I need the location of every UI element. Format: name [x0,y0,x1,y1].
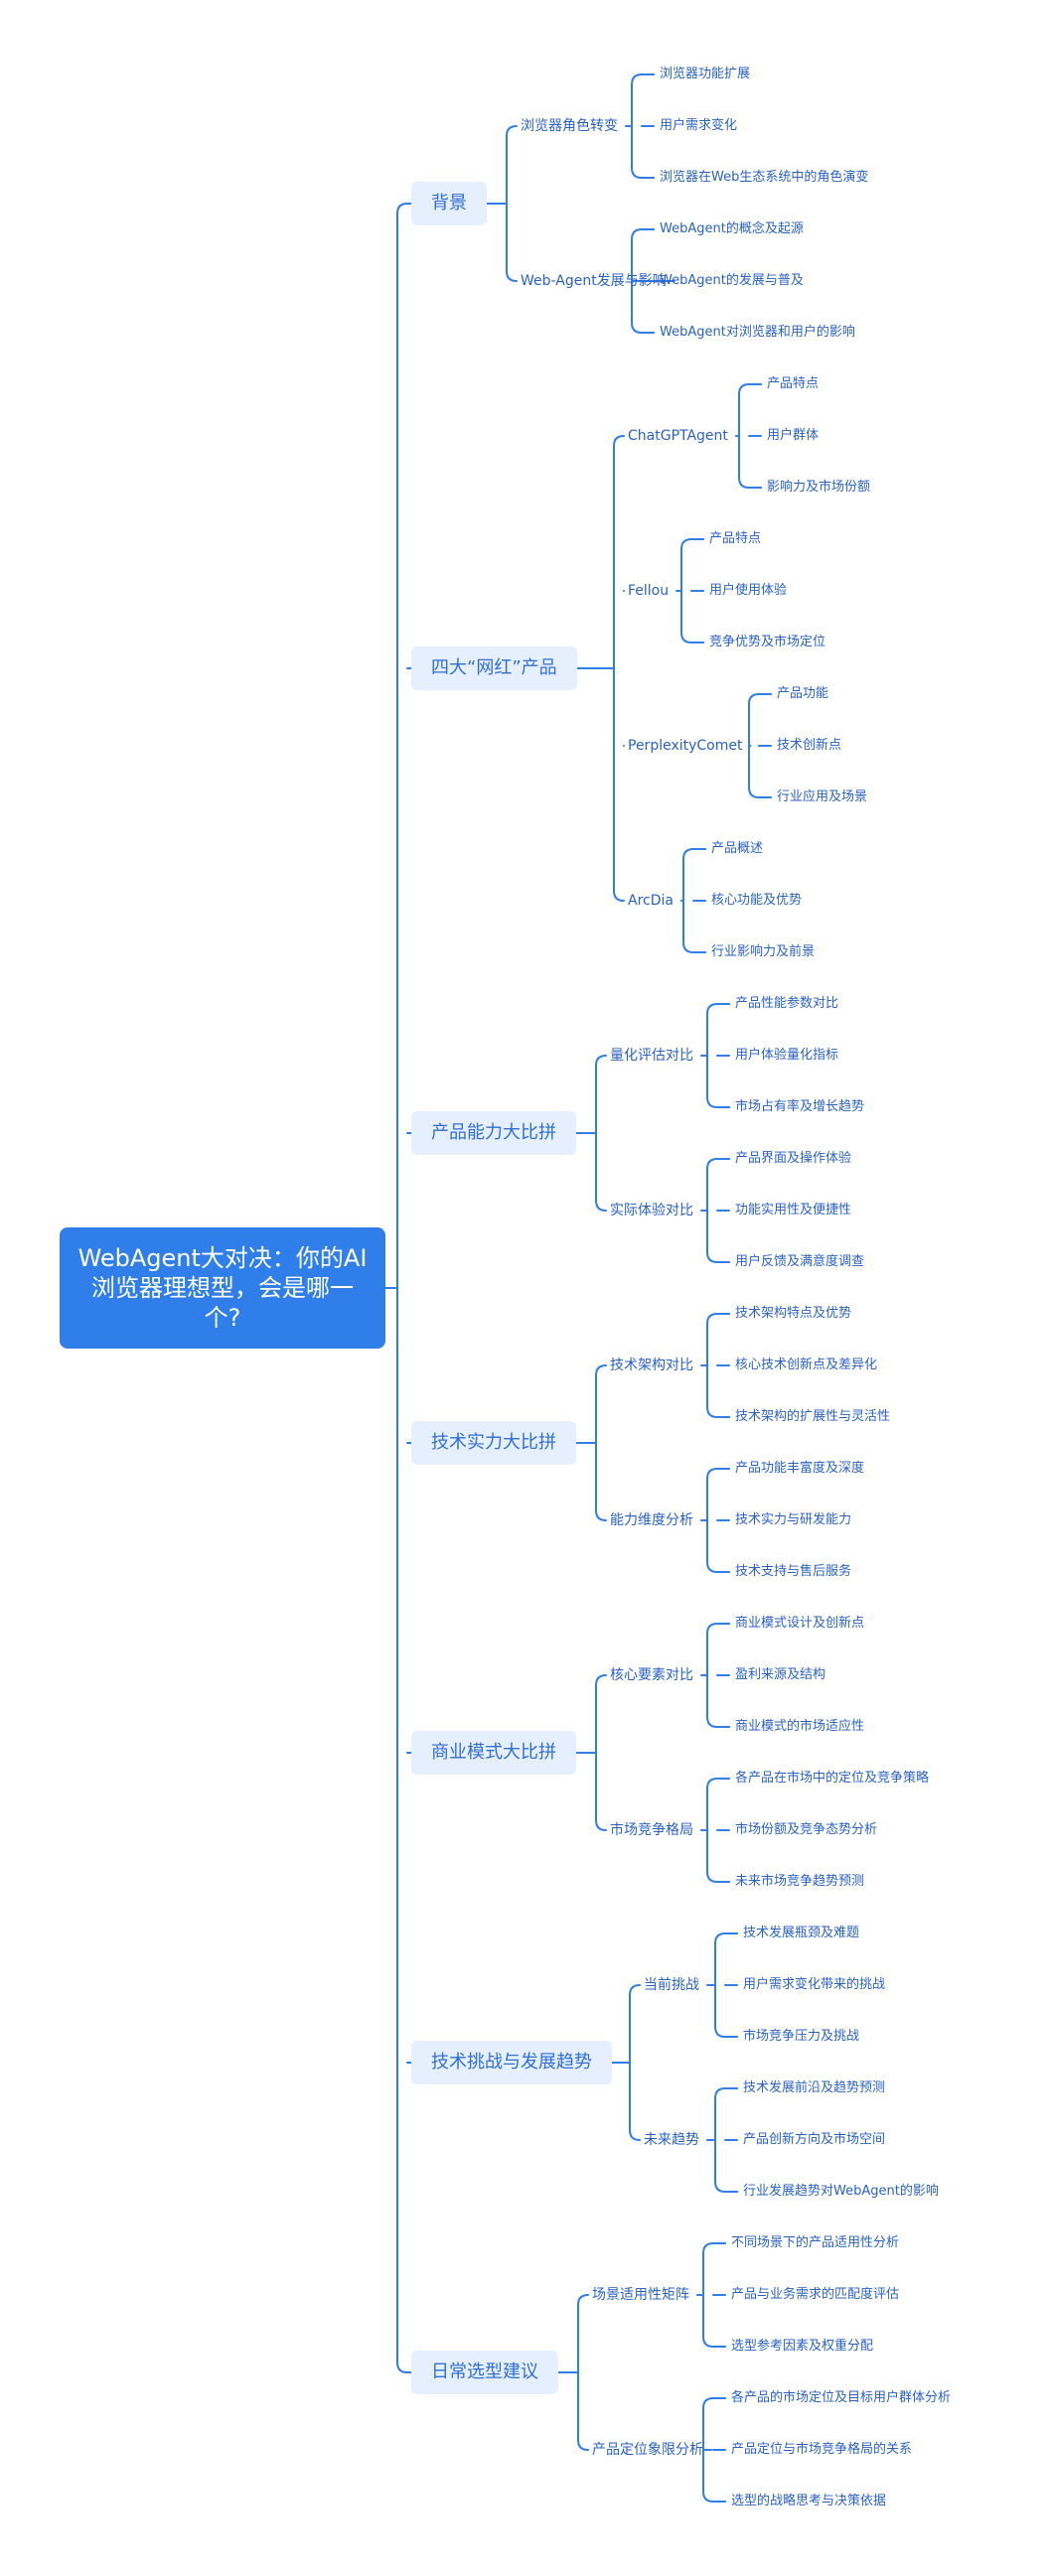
leaf-node[interactable]: 影响力及市场份额 [767,480,871,495]
leaf-node[interactable]: 行业影响力及前景 [711,944,816,959]
leaf-node[interactable]: 浏览器功能扩展 [660,67,751,81]
leaf-node[interactable]: 商业模式的市场适应性 [735,1719,865,1734]
leaf-node[interactable]: WebAgent对浏览器和用户的影响 [660,325,855,340]
leaf-node[interactable]: 未来市场竞争趋势预测 [735,1874,865,1889]
topic-node[interactable]: 未来趋势 [644,2132,699,2148]
topic-node[interactable]: 技术架构对比 [610,1358,693,1373]
branch-node[interactable]: 背景 [411,182,487,225]
leaf-node[interactable]: 选型的战略思考与决策依据 [731,2494,887,2508]
leaf-node[interactable]: 盈利来源及结构 [735,1667,826,1682]
leaf-node[interactable]: 选型参考因素及权重分配 [731,2339,874,2354]
leaf-node[interactable]: 技术架构的扩展性与灵活性 [735,1409,891,1424]
leaf-node[interactable]: 核心技术创新点及差异化 [735,1358,878,1372]
leaf-node[interactable]: 核心功能及优势 [711,893,803,908]
leaf-node[interactable]: 浏览器在Web生态系统中的角色演变 [660,170,869,185]
leaf-node[interactable]: 产品定位与市场竞争格局的关系 [731,2442,913,2457]
topic-node[interactable]: Fellou [628,583,670,599]
topic-node[interactable]: PerplexityComet [628,738,743,754]
topic-node[interactable]: 实际体验对比 [610,1203,693,1218]
leaf-node[interactable]: WebAgent的概念及起源 [660,221,804,236]
leaf-node[interactable]: 竞争优势及市场定位 [709,635,826,649]
branch-node[interactable]: 四大“网红”产品 [411,646,577,690]
leaf-node[interactable]: 产品特点 [767,376,820,391]
leaf-node[interactable]: 技术支持与售后服务 [735,1564,852,1579]
root-node[interactable]: WebAgent大对决：你的AI浏览器理想型，会是哪一个? [60,1227,385,1349]
topic-node[interactable]: 产品定位象限分析 [592,2442,703,2458]
branch-node[interactable]: 技术挑战与发展趋势 [411,2041,612,2084]
leaf-node[interactable]: 用户体验量化指标 [735,1048,839,1063]
leaf-node[interactable]: 市场占有率及增长趋势 [735,1099,865,1114]
leaf-node[interactable]: 功能实用性及便捷性 [735,1203,852,1217]
leaf-node[interactable]: 用户群体 [767,428,820,443]
topic-node[interactable]: Web-Agent发展与影响 [521,273,667,289]
leaf-node[interactable]: 各产品在市场中的定位及竞争策略 [735,1771,930,1786]
leaf-node[interactable]: 用户反馈及满意度调查 [735,1254,865,1269]
topic-node[interactable]: ChatGPTAgent [628,428,728,444]
leaf-node[interactable]: 技术架构特点及优势 [735,1306,852,1321]
topic-node[interactable]: 当前挑战 [644,1977,699,1993]
leaf-node[interactable]: 技术发展瓶颈及难题 [743,1926,860,1940]
topic-node[interactable]: 浏览器角色转变 [521,118,618,134]
leaf-node[interactable]: 产品界面及操作体验 [735,1151,852,1166]
leaf-node[interactable]: 市场竞争压力及挑战 [743,2029,860,2044]
leaf-node[interactable]: 用户使用体验 [709,583,788,598]
leaf-node[interactable]: WebAgent的发展与普及 [660,273,804,288]
topic-node[interactable]: 量化评估对比 [610,1048,693,1064]
branch-node[interactable]: 产品能力大比拼 [411,1111,576,1155]
leaf-node[interactable]: 行业应用及场景 [777,789,868,804]
leaf-node[interactable]: 不同场景下的产品适用性分析 [731,2235,900,2250]
leaf-node[interactable]: 技术创新点 [777,738,842,753]
topic-node[interactable]: 场景适用性矩阵 [592,2287,689,2303]
topic-node[interactable]: 能力维度分析 [610,1512,693,1528]
leaf-node[interactable]: 各产品的市场定位及目标用户群体分析 [731,2390,952,2405]
leaf-node[interactable]: 产品概述 [711,841,764,856]
leaf-node[interactable]: 用户需求变化带来的挑战 [743,1977,886,1992]
branch-node[interactable]: 日常选型建议 [411,2351,558,2394]
leaf-node[interactable]: 技术实力与研发能力 [735,1512,852,1527]
leaf-node[interactable]: 产品性能参数对比 [735,996,839,1011]
leaf-node[interactable]: 产品特点 [709,531,762,546]
leaf-node[interactable]: 技术发展前沿及趋势预测 [743,2080,886,2095]
leaf-node[interactable]: 商业模式设计及创新点 [735,1616,865,1631]
topic-node[interactable]: ArcDia [628,893,674,909]
branch-node[interactable]: 技术实力大比拼 [411,1421,576,1465]
branch-node[interactable]: 商业模式大比拼 [411,1731,576,1775]
leaf-node[interactable]: 行业发展趋势对WebAgent的影响 [743,2184,939,2199]
leaf-node[interactable]: 用户需求变化 [660,118,738,133]
topic-node[interactable]: 核心要素对比 [610,1667,693,1683]
leaf-node[interactable]: 产品与业务需求的匹配度评估 [731,2287,900,2302]
topic-node[interactable]: 市场竞争格局 [610,1822,693,1838]
leaf-node[interactable]: 产品功能 [777,686,829,701]
leaf-node[interactable]: 产品创新方向及市场空间 [743,2132,886,2147]
leaf-node[interactable]: 产品功能丰富度及深度 [735,1461,865,1476]
leaf-node[interactable]: 市场份额及竞争态势分析 [735,1822,878,1837]
